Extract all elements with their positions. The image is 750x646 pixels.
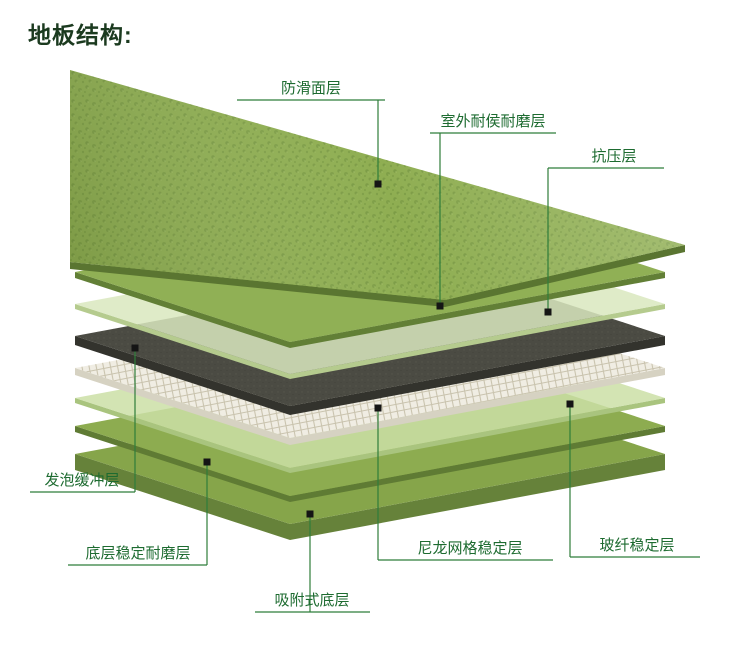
label-nylon-mesh-stable: 尼龙网格稳定层 (417, 540, 522, 557)
label-adsorption-bottom: 吸附式底层 (274, 592, 349, 609)
layer-marker-dot (544, 308, 552, 316)
callout-compression: 抗压层 (544, 148, 664, 316)
callout-outdoor-weather-wear: 室外耐侯耐磨层 (430, 113, 556, 310)
layer7-left-face (75, 426, 290, 502)
label-fiberglass-stable: 玻纤稳定层 (599, 537, 674, 554)
layer4-right-face (290, 336, 665, 415)
page-title: 地板结构: (28, 22, 133, 48)
sheet-right-edge-face (445, 245, 685, 307)
layer-marker-dot (436, 302, 444, 310)
callout-foam-cushion: 发泡缓冲层 (30, 344, 139, 493)
callout-anti-slip-surface: 防滑面层 (237, 80, 385, 188)
layer6-right-face (290, 398, 665, 473)
callout-adsorption-bottom: 吸附式底层 (255, 510, 370, 613)
layer-marker-dot (374, 180, 382, 188)
callout-bottom-stable-wear: 底层稳定耐磨层 (68, 458, 211, 566)
layer-marker-dot (374, 404, 382, 412)
label-compression: 抗压层 (591, 148, 636, 165)
layer3-left-face (75, 304, 290, 379)
layer8-right-face (290, 454, 665, 540)
layer6-left-face (75, 398, 290, 473)
callout-nylon-mesh-stable: 尼龙网格稳定层 (374, 404, 553, 561)
layer-marker-dot (131, 344, 139, 352)
layer7-right-face (290, 426, 665, 502)
layer8-left-face (75, 454, 290, 540)
layer-marker-dot (203, 458, 211, 466)
callouts: 防滑面层 室外耐侯耐磨层 抗压层 发泡缓冲层 (30, 80, 700, 613)
layer2-left-face (75, 272, 290, 348)
label-anti-slip-surface: 防滑面层 (281, 80, 341, 97)
layer4-left-face (75, 336, 290, 415)
sheet-left-edge-face (70, 262, 445, 307)
callout-fiberglass-stable: 玻纤稳定层 (566, 400, 700, 558)
label-bottom-stable-wear: 底层稳定耐磨层 (85, 545, 190, 562)
layer-marker-dot (566, 400, 574, 408)
label-outdoor-weather-wear: 室外耐侯耐磨层 (440, 113, 545, 130)
layer2-right-face (290, 272, 665, 348)
layer5-right-face (290, 368, 665, 445)
layer3-right-face (290, 304, 665, 379)
layer-marker-dot (306, 510, 314, 518)
label-foam-cushion: 发泡缓冲层 (44, 472, 119, 489)
layer5-left-face (75, 368, 290, 445)
